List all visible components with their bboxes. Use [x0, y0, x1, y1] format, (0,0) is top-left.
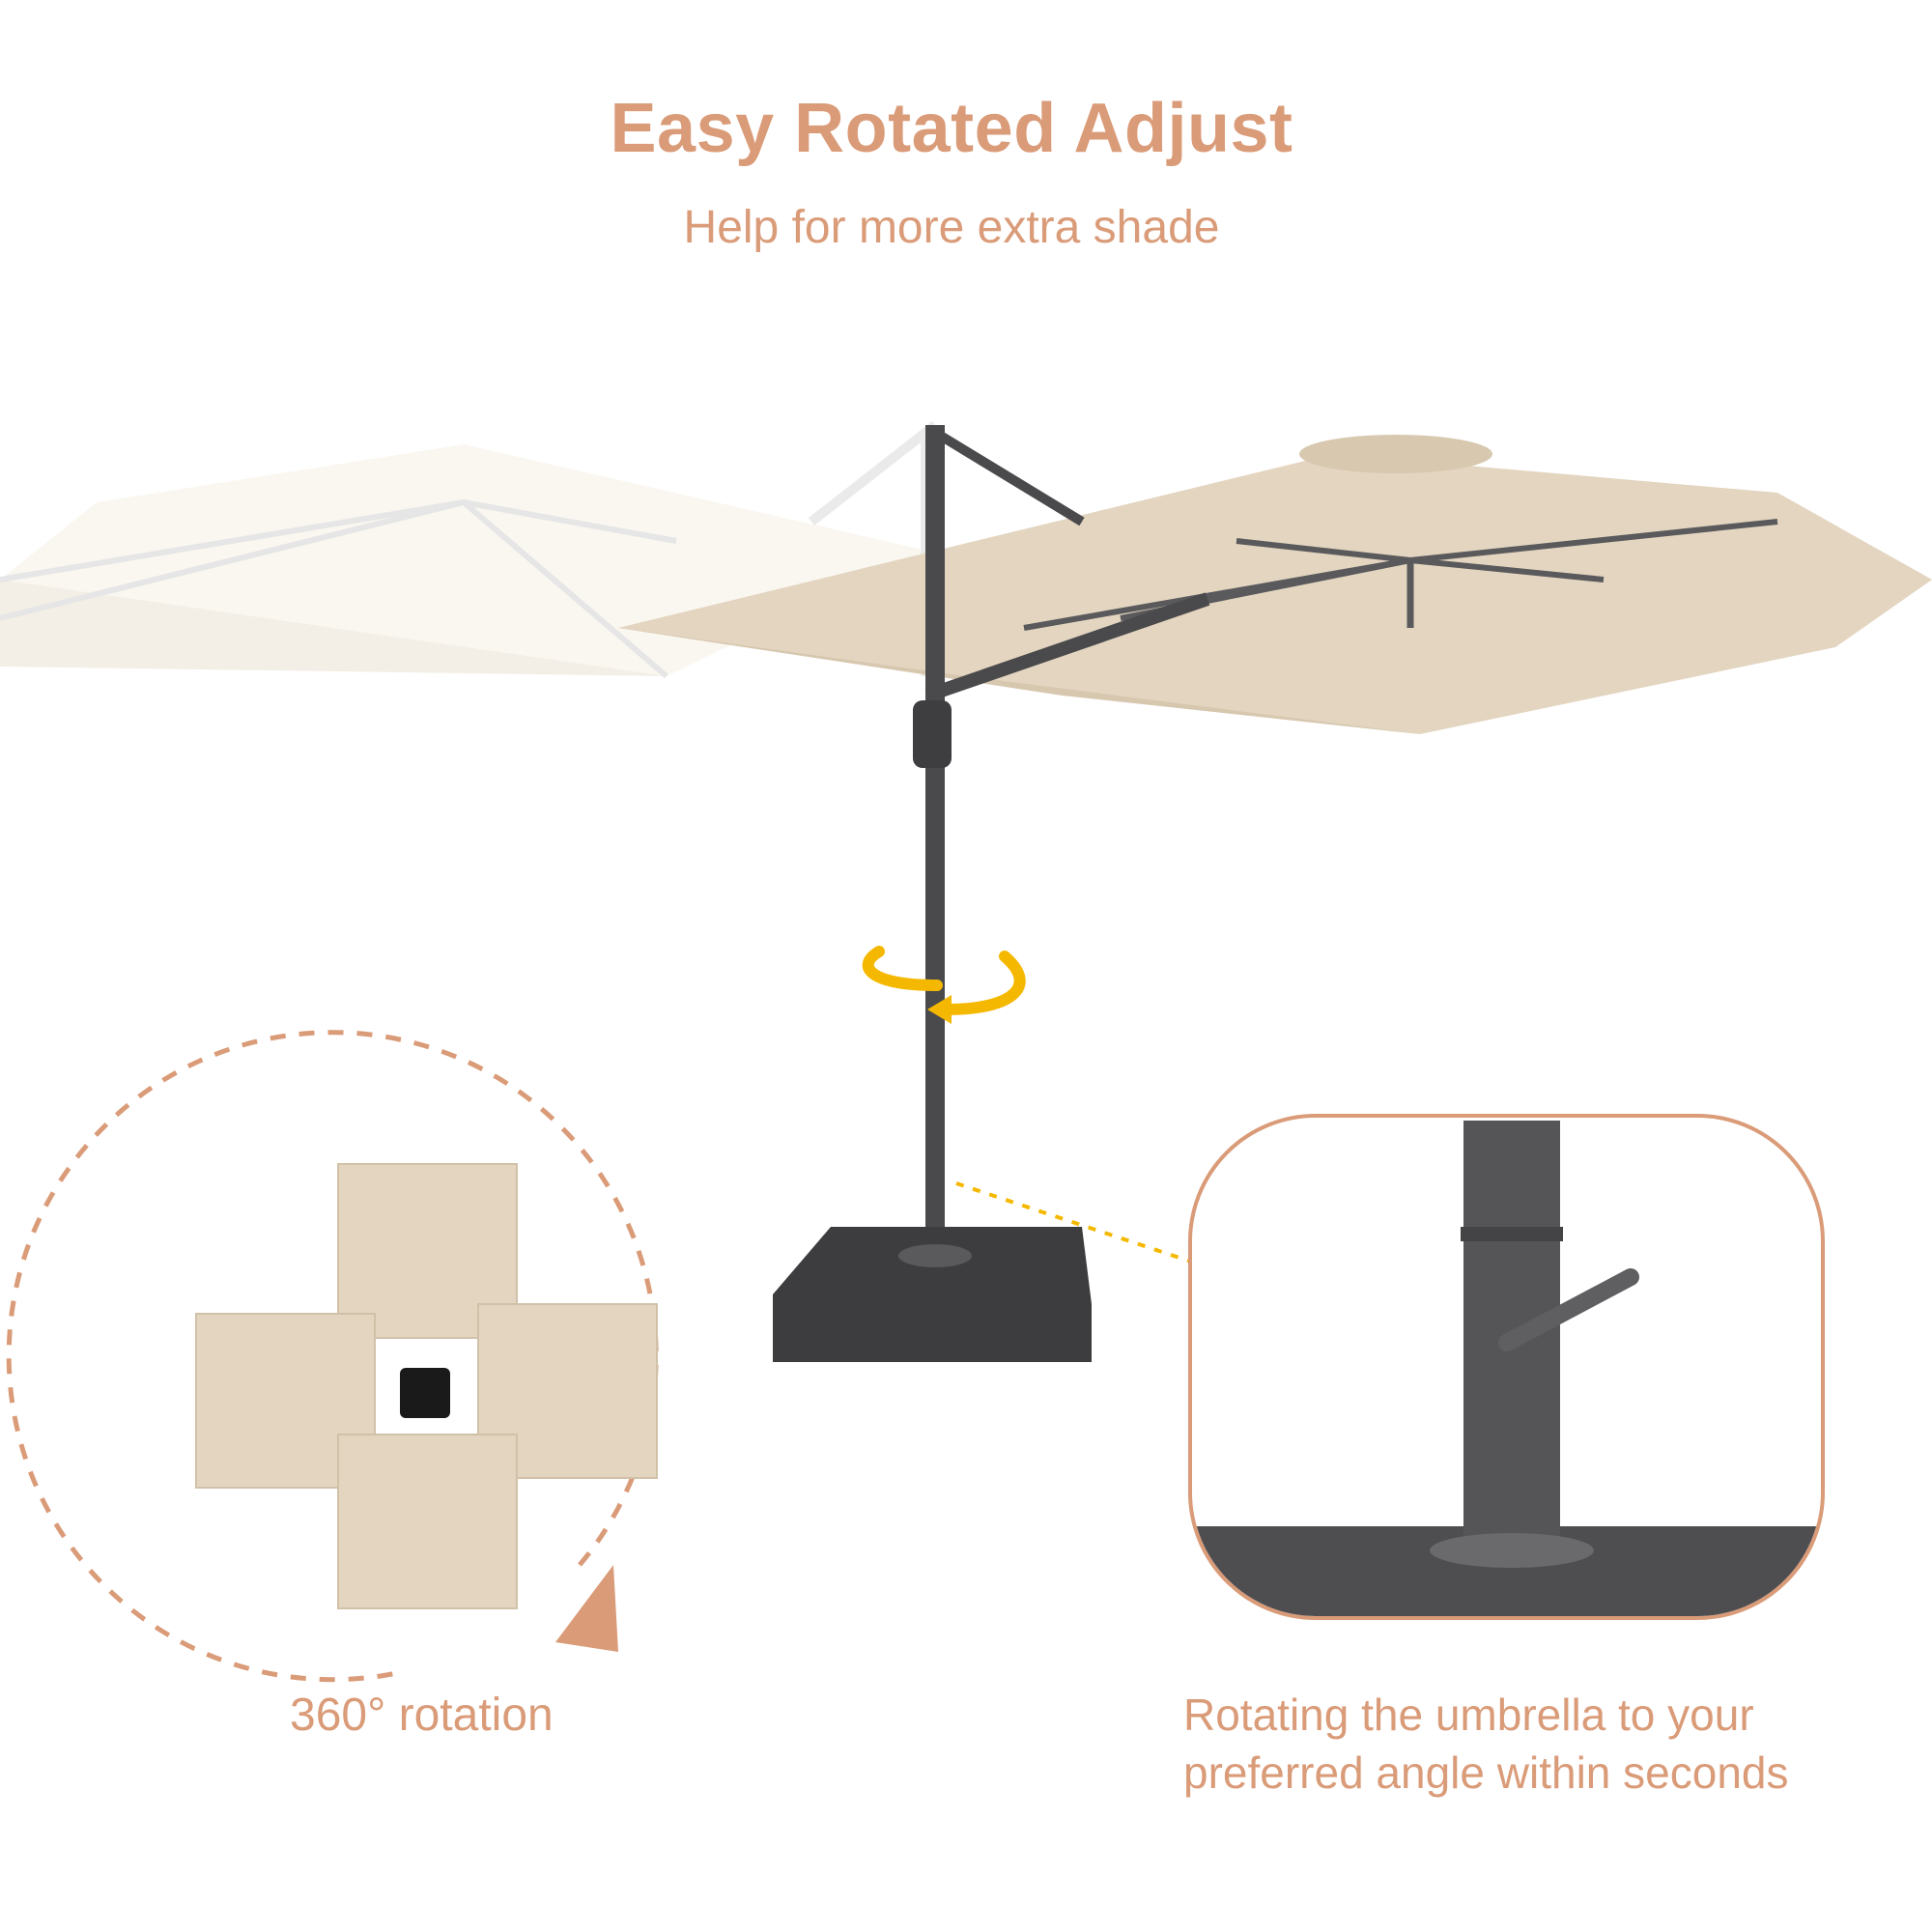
detail-caption: Rotating the umbrella to your preferred …	[1183, 1686, 1788, 1802]
rotation-diagram	[6, 1030, 659, 1683]
umbrella-frame	[913, 425, 1210, 1246]
headline: Easy Rotated Adjust	[610, 90, 1293, 167]
dashed-circle-arrow-icon	[6, 1030, 659, 1683]
detail-caption-line2: preferred angle within seconds	[1183, 1747, 1789, 1798]
detail-caption-line1: Rotating the umbrella to your	[1183, 1690, 1754, 1740]
leader-line	[955, 1181, 1204, 1267]
subheadline: Help for more extra shade	[683, 202, 1220, 253]
pole-detail-zoom	[1188, 1114, 1825, 1620]
umbrella-canopy	[618, 435, 1932, 734]
rotate-arrow-icon	[862, 946, 1026, 1024]
rotation-caption: 360° rotation	[290, 1690, 554, 1741]
umbrella-base	[773, 1227, 1092, 1362]
